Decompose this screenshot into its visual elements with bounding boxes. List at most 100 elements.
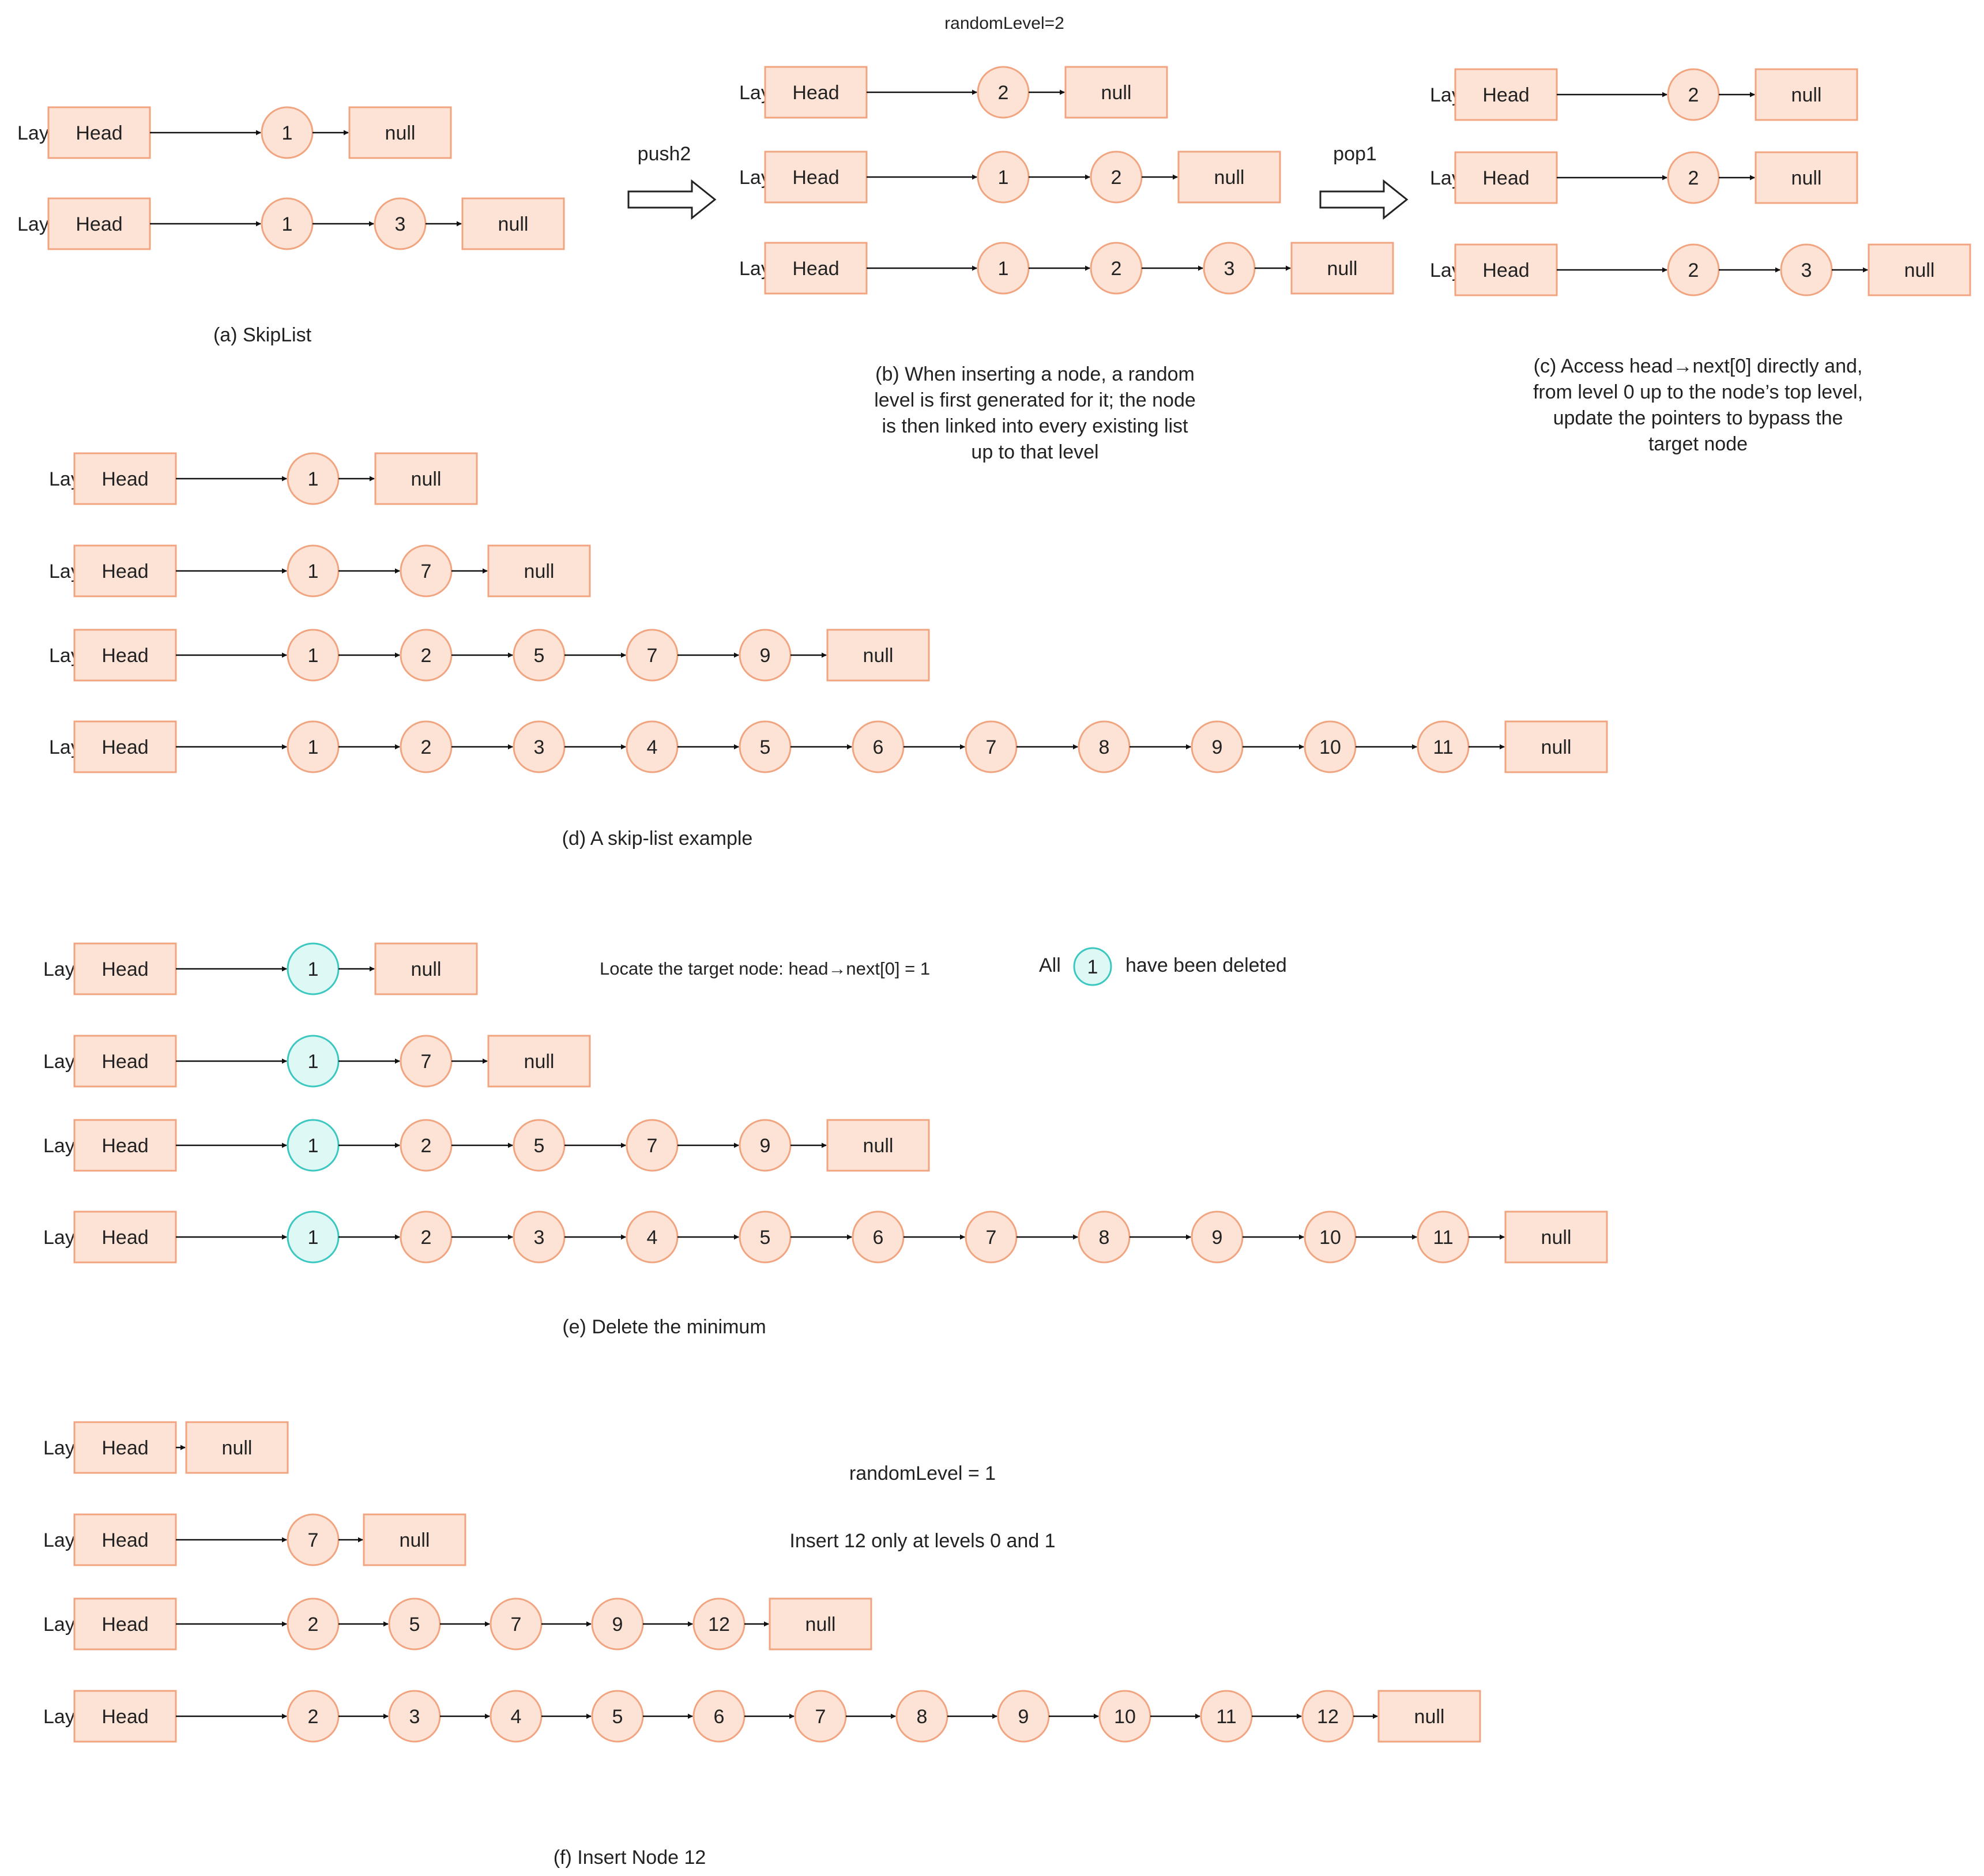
node-value: 9 bbox=[760, 645, 771, 667]
head-box bbox=[73, 1421, 177, 1474]
deleted-node-legend bbox=[1073, 947, 1112, 986]
null-box bbox=[374, 942, 478, 995]
panel-caption: (e) Delete the minimum bbox=[562, 1316, 766, 1338]
node-value: 4 bbox=[647, 736, 658, 758]
null-label: null bbox=[1904, 260, 1935, 281]
node-value: 5 bbox=[760, 1227, 771, 1249]
panel-caption: (f) Insert Node 12 bbox=[554, 1847, 706, 1869]
node-value: 5 bbox=[760, 736, 771, 758]
node-value: 2 bbox=[308, 1614, 319, 1636]
node-value: 3 bbox=[1224, 258, 1235, 280]
node-value: 1 bbox=[998, 258, 1009, 280]
null-box bbox=[348, 106, 452, 159]
transition-push2: push2 bbox=[627, 143, 717, 220]
head-label: Head bbox=[101, 958, 148, 980]
caption-line: up to that level bbox=[971, 441, 1098, 463]
node-value: 2 bbox=[421, 1135, 432, 1157]
node-value: 1 bbox=[308, 645, 319, 667]
node-value: 12 bbox=[708, 1614, 730, 1636]
null-box bbox=[826, 1119, 930, 1172]
head-label: Head bbox=[792, 258, 839, 280]
node-value: 1 bbox=[308, 1135, 319, 1157]
deleted-node-legend-label: 1 bbox=[1087, 956, 1098, 978]
head-label: Head bbox=[76, 213, 122, 235]
node-value: 4 bbox=[511, 1706, 522, 1728]
null-box bbox=[487, 544, 591, 597]
head-box bbox=[764, 151, 868, 204]
head-box bbox=[73, 942, 177, 995]
node-value: 7 bbox=[511, 1614, 522, 1636]
null-box bbox=[1177, 151, 1281, 204]
panel-caption: (c) Access head→next[0] directly and,fro… bbox=[1533, 355, 1863, 455]
node-value: 7 bbox=[986, 736, 997, 758]
head-label: Head bbox=[101, 1051, 148, 1073]
node-value: 11 bbox=[1433, 1227, 1453, 1249]
all-deleted-suffix: have been deleted bbox=[1125, 954, 1287, 976]
node-value: 7 bbox=[421, 1051, 432, 1073]
head-box bbox=[1454, 68, 1558, 121]
head-box bbox=[764, 66, 868, 119]
head-label: Head bbox=[1482, 260, 1529, 281]
node-value: 2 bbox=[421, 1227, 432, 1249]
head-box bbox=[47, 106, 151, 159]
null-box bbox=[1755, 68, 1858, 121]
head-box bbox=[73, 1119, 177, 1172]
random-level-f: randomLevel = 1 bbox=[849, 1463, 996, 1484]
null-box bbox=[461, 197, 565, 250]
node-value: 6 bbox=[714, 1706, 725, 1728]
node-value: 7 bbox=[421, 561, 432, 582]
random-level-b: randomLevel=2 bbox=[944, 14, 1064, 33]
transition-pop1: pop1 bbox=[1319, 143, 1409, 220]
head-label: Head bbox=[101, 1227, 148, 1249]
node-value: 1 bbox=[282, 213, 293, 235]
null-label: null bbox=[1791, 167, 1822, 189]
node-value: 1 bbox=[308, 1051, 319, 1073]
head-label: Head bbox=[101, 1135, 148, 1157]
node-value: 11 bbox=[1216, 1706, 1236, 1728]
panel-caption: (b) When inserting a node, a random level… bbox=[874, 363, 1196, 463]
head-box bbox=[73, 1597, 177, 1651]
caption-line: (b) When inserting a node, a random bbox=[875, 363, 1195, 385]
null-box bbox=[185, 1421, 289, 1474]
panel-caption: (d) A skip-list example bbox=[562, 828, 753, 849]
node-value: 5 bbox=[534, 645, 545, 667]
caption-line: from level 0 up to the node’s top level, bbox=[1533, 381, 1863, 403]
null-label: null bbox=[1791, 84, 1822, 106]
head-box bbox=[73, 1035, 177, 1088]
null-label: null bbox=[805, 1614, 836, 1636]
node-value: 7 bbox=[308, 1529, 319, 1551]
node-value: 1 bbox=[308, 1227, 319, 1249]
head-label: Head bbox=[101, 1437, 148, 1459]
null-label: null bbox=[1214, 167, 1245, 189]
node-value: 3 bbox=[534, 1227, 545, 1249]
caption-line: (e) Delete the minimum bbox=[562, 1316, 766, 1338]
caption-line: level is first generated for it; the nod… bbox=[874, 389, 1196, 411]
head-box bbox=[1454, 243, 1558, 296]
caption-line: is then linked into every existing list bbox=[882, 415, 1188, 437]
node-value: 1 bbox=[308, 958, 319, 980]
head-label: Head bbox=[101, 1529, 148, 1551]
head-box bbox=[764, 242, 868, 295]
node-value: 3 bbox=[395, 213, 406, 235]
node-value: 7 bbox=[647, 1135, 658, 1157]
node-value: 2 bbox=[1111, 258, 1122, 280]
null-label: null bbox=[1541, 736, 1572, 758]
node-value: 2 bbox=[421, 736, 432, 758]
node-value: 10 bbox=[1319, 736, 1341, 758]
null-label: null bbox=[524, 561, 555, 582]
null-box bbox=[363, 1513, 466, 1566]
